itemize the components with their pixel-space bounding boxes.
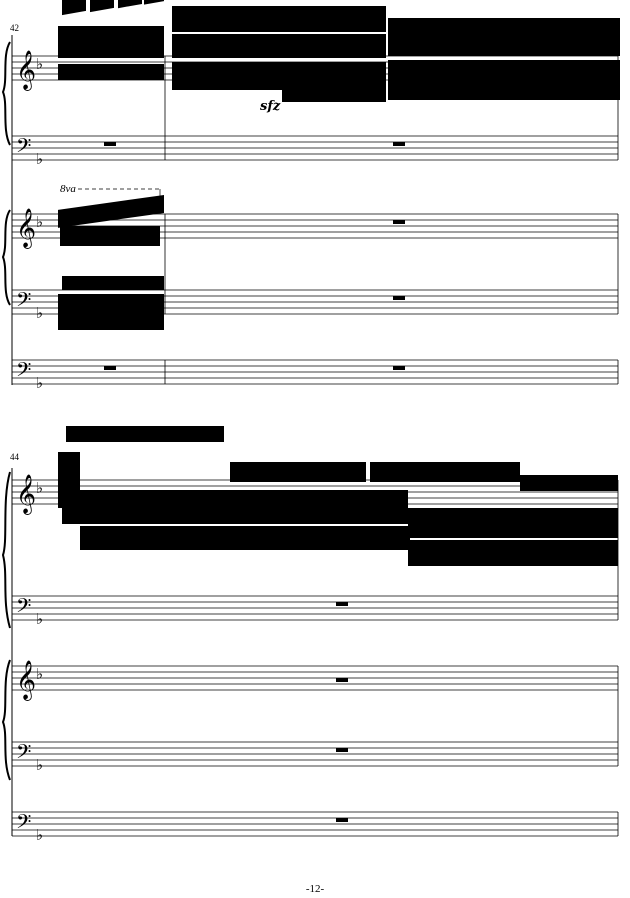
whole-rest-icon [336,678,348,682]
bass-clef-icon: 𝄢 [16,288,31,316]
brace-piano-1 [1,471,11,629]
dynamic-marking: sfz [260,99,281,114]
flat-icon: ♭ [36,481,43,497]
flat-icon: ♭ [36,152,43,168]
note-cluster-m42-piano2-bass [58,276,164,330]
flat-icon: ♭ [36,57,43,73]
staff-5-bass: 𝄢 ♭ [12,810,618,844]
whole-rest-icon [393,366,405,370]
flat-icon: ♭ [36,215,43,231]
flat-icon: ♭ [36,376,43,392]
note-cluster-m44 [58,426,618,566]
treble-clef-icon: 𝄞 [16,474,36,515]
ottava-marking: 8va [60,183,76,195]
flat-icon: ♭ [36,758,43,774]
treble-clef-icon: 𝄞 [16,208,36,249]
flat-icon: ♭ [36,612,43,628]
whole-rest-icon [393,142,405,146]
page-number: -12- [306,883,325,895]
whole-rest-icon [336,748,348,752]
staff-2-bass: 𝄢 ♭ [12,594,618,628]
system-1: 42 𝄞 ♭ 𝄢 ♭ [1,0,620,392]
brace-piano-1 [1,41,11,146]
staff-2-bass: 𝄢 ♭ [12,134,618,168]
flat-icon: ♭ [36,667,43,683]
bass-clef-icon: 𝄢 [16,740,31,768]
note-cluster-m43 [172,6,620,102]
whole-rest-icon [393,220,405,224]
measure-number-42: 42 [10,23,19,33]
staff-4-bass: 𝄢 ♭ [12,740,618,774]
note-cluster-m42-upper [58,0,164,80]
note-cluster-m42-piano2-treble [58,194,164,246]
treble-clef-icon: 𝄞 [16,660,36,701]
whole-rest-icon [104,142,116,146]
bass-clef-icon: 𝄢 [16,358,31,386]
bass-clef-icon: 𝄢 [16,594,31,622]
whole-rest-icon [336,602,348,606]
whole-rest-icon [336,818,348,822]
measure-number-44: 44 [10,452,20,462]
bass-clef-icon: 𝄢 [16,810,31,838]
treble-clef-icon: 𝄞 [16,50,36,91]
staff-3-treble: 𝄞 ♭ [12,660,618,701]
brace-piano-2 [1,209,11,306]
whole-rest-icon [393,296,405,300]
system-2: 44 𝄞 ♭ 𝄢 ♭ � [1,426,619,844]
brace-piano-2 [1,659,11,781]
whole-rest-icon [104,366,116,370]
bass-clef-icon: 𝄢 [16,134,31,162]
staff-5-bass: 𝄢 ♭ [12,358,618,392]
flat-icon: ♭ [36,828,43,844]
flat-icon: ♭ [36,306,43,322]
